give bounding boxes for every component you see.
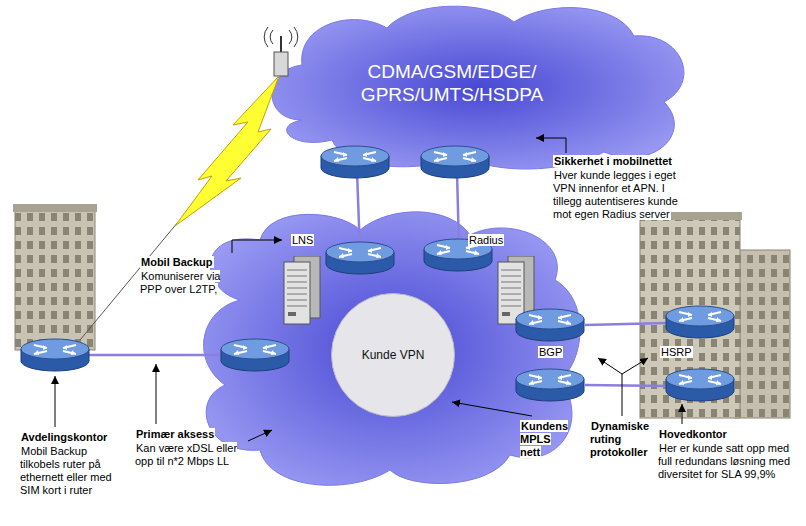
router (221, 339, 289, 371)
router (421, 146, 489, 178)
router (326, 242, 394, 274)
server-label: Radius (468, 234, 504, 246)
callout-heading: Kundens MPLS nett (520, 420, 568, 458)
mpls-cloud (204, 212, 580, 485)
router (516, 309, 584, 341)
callout-text: Mobil Backup tilkobels ruter på ethernet… (20, 445, 112, 496)
callout-text: Kan være xDSL eller opp til n*2 Mbps LL (135, 442, 237, 467)
server-label: Radius (468, 234, 518, 247)
protocol-label: BGP (538, 346, 563, 358)
server-label: LNS (291, 234, 331, 247)
router (21, 339, 89, 371)
mobile-network-cloud: CDMA/GSM/EDGE/ GPRS/UMTS/HSDPA (262, 0, 692, 172)
callout-heading: Hovedkontor (658, 428, 728, 440)
callout-heading: Mobil Backup (140, 256, 240, 269)
protocol-label: HSRP (660, 346, 693, 358)
callout-heading: Avdelingskontor (20, 431, 135, 444)
callout-text: Hver kunde legges i eget VPN innenfor et… (553, 169, 683, 221)
router (516, 369, 584, 401)
callout-heading: Avdelingskontor (20, 431, 108, 443)
callout-text: Her er kunde satt opp med full redundans… (658, 442, 790, 480)
leader-lines (55, 138, 682, 441)
callout-text: Komuniserer via PPP over L2TP, (140, 270, 238, 296)
callout-heading: Mobil Backup (140, 256, 214, 268)
callout-text: Mobil Backup tilkobels ruter på ethernet… (20, 445, 125, 497)
vpn-label: Kunde VPN (362, 348, 425, 362)
callout-heading: Dynamiske ruting protokoller (590, 420, 649, 458)
protocol-label: BGP (538, 346, 568, 359)
branch-building (13, 204, 97, 350)
callout-heading: Kundens MPLS nett (520, 420, 572, 459)
callout-heading: Sikkerhet i mobilnettet (553, 155, 673, 167)
router (321, 146, 389, 178)
router (666, 306, 734, 338)
callout-heading: Hovedkontor (658, 428, 796, 441)
callout-heading: Primær aksess (135, 428, 215, 440)
callout-text: Hver kunde legges i eget VPN innenfor et… (553, 169, 678, 220)
callout-text: Komuniserer via PPP over L2TP, (140, 270, 220, 295)
callout-text: Her er kunde satt opp med full redundans… (658, 442, 796, 481)
server-label: LNS (291, 234, 314, 246)
callout-heading: Sikkerhet i mobilnettet (553, 155, 688, 168)
network-types: CDMA/GSM/EDGE/ GPRS/UMTS/HSDPA (322, 60, 582, 106)
vpn-circle: Kunde VPN (331, 293, 455, 417)
lns-server (284, 256, 320, 324)
protocol-label: HSRP (660, 346, 700, 359)
callout-heading: Primær aksess (135, 428, 245, 441)
router (666, 369, 734, 401)
callout-heading: Dynamiske ruting protokoller (590, 420, 654, 459)
callout-text: Kan være xDSL eller opp til n*2 Mbps LL (135, 442, 247, 468)
lightning-bolt (175, 76, 279, 226)
